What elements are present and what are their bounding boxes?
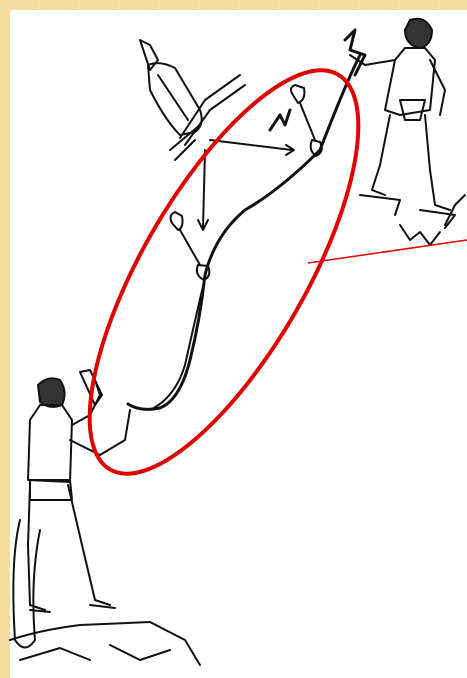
belayer-figure xyxy=(13,370,130,648)
highlight-ellipse xyxy=(39,34,409,511)
rope xyxy=(128,55,360,409)
pointer-line xyxy=(308,240,467,263)
ledge xyxy=(10,622,200,665)
lead-climber-figure xyxy=(350,19,465,245)
quickdraw-top-icon xyxy=(291,85,322,156)
